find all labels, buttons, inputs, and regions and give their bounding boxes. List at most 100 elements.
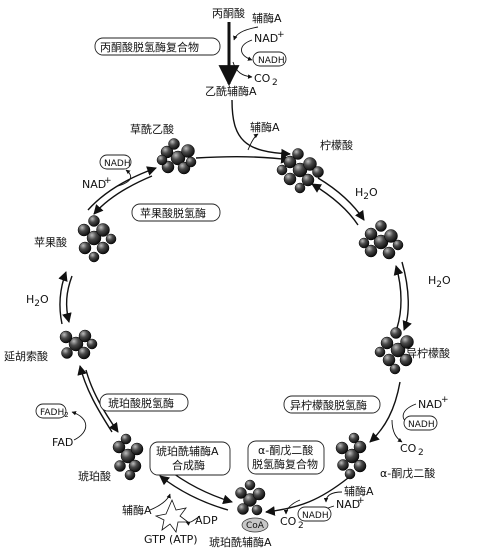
svg-text:2: 2 bbox=[418, 448, 424, 458]
oxaloacetate-molecule bbox=[156, 138, 197, 175]
malate-to-oxaloacetate-arrow bbox=[87, 166, 157, 211]
coa-tag-label: CoA bbox=[246, 521, 265, 531]
fumarate-to-malate-arrow bbox=[58, 271, 68, 325]
pdh-complex-box bbox=[94, 37, 221, 56]
svg-text:CO: CO bbox=[280, 515, 297, 528]
isocitrate-to-aconitate-arrow bbox=[393, 265, 404, 329]
svg-text:2: 2 bbox=[298, 521, 304, 531]
isocitrate-label: 异柠檬酸 bbox=[406, 346, 450, 360]
coa-akg-curve bbox=[323, 491, 343, 503]
gtp-burst-icon bbox=[154, 498, 190, 533]
gtp-label: GTP (ATP) bbox=[144, 533, 198, 546]
svg-text:+: + bbox=[357, 496, 365, 506]
acetyl-coa-label: 乙酰辅酶A bbox=[205, 84, 257, 98]
succinyl-coa-label: 琥珀酰辅酶A bbox=[209, 535, 272, 549]
nad-idh: NAD + bbox=[418, 395, 449, 411]
nadh-akg-pill bbox=[297, 506, 332, 522]
svg-text:NAD: NAD bbox=[254, 32, 278, 45]
nad-akg: NAD + bbox=[336, 496, 365, 511]
fumarate-label: 延胡索酸 bbox=[4, 349, 48, 363]
svg-text:NAD: NAD bbox=[418, 398, 442, 411]
nadh-mdh-pill bbox=[99, 154, 132, 170]
co2-idh-curve bbox=[391, 419, 403, 443]
oxaloacetate-to-malate-arrow bbox=[93, 175, 153, 215]
aconitate-to-isocitrate-arrow bbox=[401, 261, 412, 331]
co2-akg: CO 2 bbox=[280, 515, 304, 531]
fadh2-label: FADH2 bbox=[40, 408, 69, 419]
acetylcoa-to-citrate-arrow bbox=[231, 99, 291, 159]
oxaloacetate-label: 草酰乙酸 bbox=[130, 122, 174, 136]
akgdh-label-1: α-酮戊二酸 bbox=[258, 443, 313, 457]
malate-label: 苹果酸 bbox=[34, 235, 67, 249]
scs-label-1: 琥珀酰辅酶A bbox=[156, 444, 219, 458]
nad-nadh-curve-top bbox=[241, 39, 253, 61]
nadh-akg-label: NADH bbox=[302, 511, 329, 521]
svg-text:NAD: NAD bbox=[82, 178, 106, 191]
aconitate-to-citrate-arrow bbox=[311, 183, 359, 226]
malate-molecule bbox=[77, 215, 117, 263]
isocitrate-molecule bbox=[374, 327, 414, 375]
svg-text:+: + bbox=[277, 30, 285, 40]
aconitate-molecule bbox=[358, 220, 404, 260]
water-3-label: H2O bbox=[26, 293, 49, 309]
succinylcoa-to-succinate-arrow bbox=[159, 475, 229, 511]
nad-nadh-curve-mdh bbox=[117, 169, 132, 187]
co2-akg-curve bbox=[283, 499, 301, 515]
idh-box bbox=[283, 395, 381, 414]
nadh-top-label: NADH bbox=[258, 56, 285, 66]
coa-release-curve bbox=[247, 133, 259, 151]
succinyl-coa-molecule bbox=[235, 479, 266, 516]
svg-text:+: + bbox=[104, 176, 112, 186]
coa-scs-label: 辅酶A bbox=[122, 503, 152, 517]
isocitrate-to-akg-arrow bbox=[369, 381, 401, 443]
fad-fadh2-curve bbox=[71, 411, 87, 441]
coa-input-arrow bbox=[233, 26, 259, 41]
adp-gtp-curve bbox=[185, 515, 201, 526]
sdh-box bbox=[99, 393, 189, 412]
scs-label-2: 合成酶 bbox=[172, 458, 205, 472]
citrate-molecule bbox=[276, 148, 324, 194]
sdh-label: 琥珀酸脱氢酶 bbox=[108, 396, 174, 410]
nad-plus-top: NAD + bbox=[254, 30, 285, 45]
fumarate-to-succinate-arrow bbox=[85, 369, 119, 433]
akg-to-succinylcoa-arrow bbox=[265, 477, 349, 516]
succinate-to-fumarate-arrow bbox=[77, 365, 113, 433]
akgdh-box bbox=[247, 440, 325, 475]
pdh-complex-label: 丙酮酸脱氢酶复合物 bbox=[100, 40, 199, 54]
citrate-label: 柠檬酸 bbox=[320, 138, 353, 152]
co2-top: CO 2 bbox=[254, 72, 278, 88]
fadh2-pill bbox=[35, 403, 67, 419]
akg-label: α-酮戊二酸 bbox=[380, 466, 435, 480]
fad-label: FAD bbox=[52, 436, 73, 449]
co2-top-curve bbox=[232, 61, 253, 79]
svg-text:NAD: NAD bbox=[336, 498, 360, 511]
svg-text:2: 2 bbox=[272, 78, 278, 88]
svg-text:+: + bbox=[441, 395, 449, 405]
malate-to-fumarate-arrow bbox=[62, 275, 73, 323]
scs-box bbox=[149, 441, 231, 476]
nadh-mdh-label: NADH bbox=[104, 159, 131, 169]
coa-input-label: 辅酶A bbox=[252, 11, 282, 25]
akgdh-label-2: 脱氢酶复合物 bbox=[252, 457, 318, 471]
succinate-molecule bbox=[112, 433, 144, 481]
coa-akg-label: 辅酶A bbox=[344, 484, 374, 498]
citrate-to-aconitate-arrow bbox=[317, 177, 365, 221]
svg-text:CO: CO bbox=[400, 442, 417, 455]
nadh-top-pill bbox=[252, 51, 287, 67]
coa-scs-curve bbox=[149, 493, 171, 511]
oxaloacetate-to-citrate-arc bbox=[195, 153, 291, 164]
svg-text:CO: CO bbox=[254, 72, 271, 85]
coa-release-label: 辅酶A bbox=[250, 120, 280, 134]
nad-mdh: NAD + bbox=[82, 176, 112, 191]
coa-tag-pill bbox=[241, 517, 269, 533]
succinate-label: 琥珀酸 bbox=[78, 469, 111, 483]
nadh-idh-label: NADH bbox=[408, 420, 435, 430]
pyruvate-label: 丙酮酸 bbox=[212, 6, 245, 20]
water-1-label: H2O bbox=[355, 186, 378, 202]
akg-molecule bbox=[335, 432, 367, 480]
idh-label: 异柠檬酸脱氢酶 bbox=[290, 398, 367, 412]
co2-idh: CO 2 bbox=[400, 442, 424, 458]
mdh-box bbox=[131, 203, 221, 222]
water-2-label: H2O bbox=[428, 274, 451, 290]
